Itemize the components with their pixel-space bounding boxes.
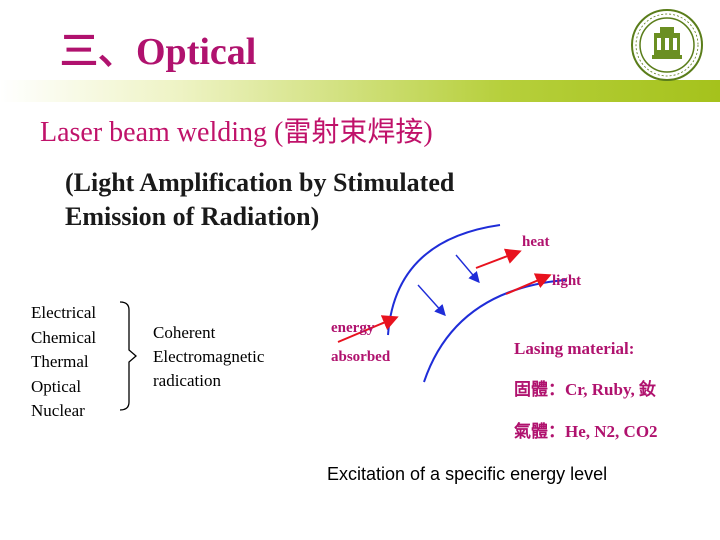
transition-arrow-2 xyxy=(456,255,478,281)
heat-label: heat xyxy=(522,234,550,251)
heat-arrow xyxy=(476,252,518,268)
footer-caption: Excitation of a specific energy level xyxy=(327,464,607,485)
light-label: light xyxy=(552,273,581,290)
light-arrow xyxy=(506,276,548,294)
energy-level-curve-outer xyxy=(424,280,565,382)
lasing-heading: Lasing material: xyxy=(514,339,634,359)
gas-materials: 氣體：He, N2, CO2 xyxy=(514,417,658,442)
energy-level-curve-inner xyxy=(388,225,500,335)
energy-label: energy xyxy=(331,320,374,337)
solid-materials: 固體：Cr, Ruby, 釹 xyxy=(514,375,656,400)
absorbed-label: absorbed xyxy=(331,349,390,366)
transition-arrow-1 xyxy=(418,285,444,314)
